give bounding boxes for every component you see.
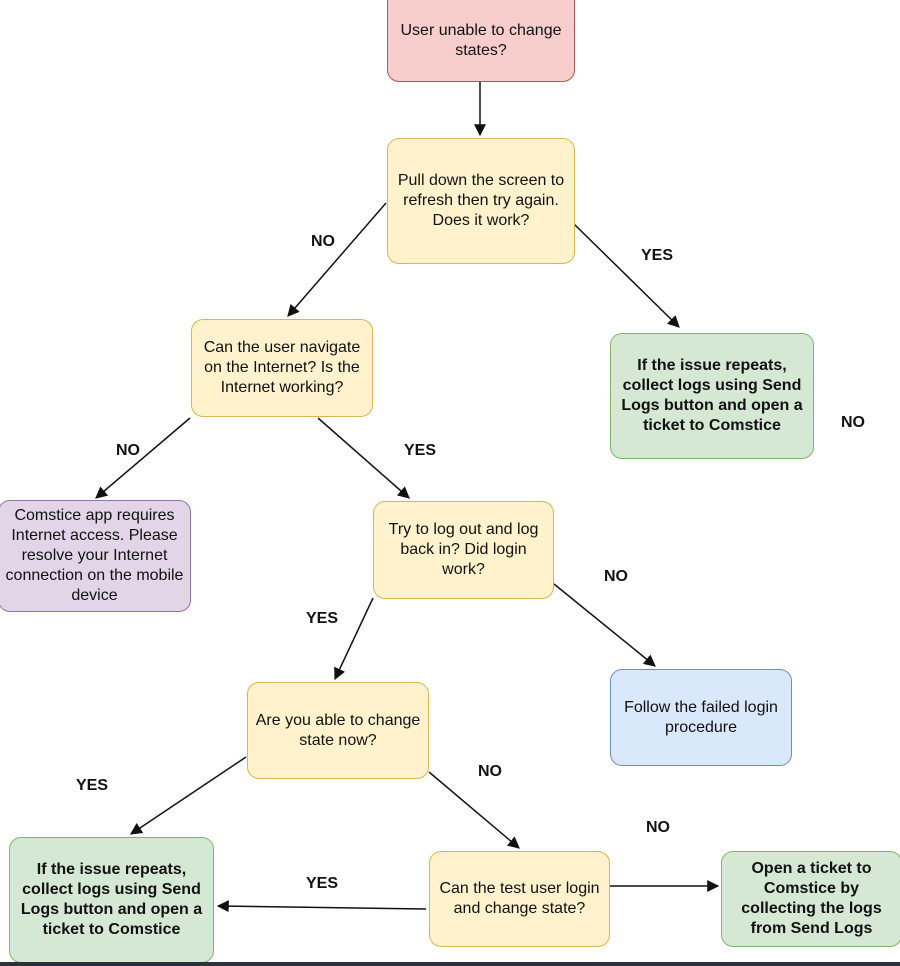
label-relogin-no: NO — [604, 568, 628, 585]
start-node: User unable to change states? — [387, 0, 575, 82]
edge-testuser-repeat-bottom — [216, 900, 427, 913]
failed-login-node: Follow the failed login procedure — [610, 669, 792, 766]
label-repeat-no: NO — [841, 414, 865, 431]
label-test-no: NO — [646, 819, 670, 836]
repeat-bottom-node: If the issue repeats, collect logs using… — [9, 837, 214, 963]
window-bottom-bar — [0, 962, 900, 966]
edge-relogin-changenow — [334, 597, 374, 681]
test-user-node-text: Can the test user login and change state… — [439, 880, 600, 917]
edge-refresh-internet — [287, 202, 387, 317]
test-user-node: Can the test user login and change state… — [429, 851, 610, 947]
edge-changenow-repeat-bottom — [130, 756, 247, 835]
relogin-node-text: Try to log out and log back in? Did logi… — [388, 521, 539, 578]
refresh-node: Pull down the screen to refresh then try… — [387, 138, 575, 264]
failed-login-node-text: Follow the failed login procedure — [624, 698, 778, 736]
change-now-node-text: Are you able to change state now? — [255, 711, 421, 749]
label-change-yes: YES — [76, 777, 109, 794]
label-refresh-yes: YES — [641, 247, 674, 264]
edge-relogin-failed — [553, 583, 656, 667]
start-node-text: User unable to change states? — [400, 21, 562, 59]
edge-refresh-repeat-top — [573, 223, 680, 328]
edge-internet-relogin — [317, 417, 410, 499]
internet-node-text: Can the user navigate on the Internet? I… — [203, 339, 361, 396]
label-change-no: NO — [478, 763, 502, 780]
change-now-node: Are you able to change state now? — [247, 682, 429, 779]
label-relogin-yes: YES — [306, 610, 339, 627]
repeat-top-node: If the issue repeats, collect logs using… — [610, 333, 814, 459]
edge-changenow-testuser — [428, 771, 520, 849]
repeat-bottom-node-text: If the issue repeats, collect logs using… — [20, 861, 203, 938]
internet-node: Can the user navigate on the Internet? I… — [191, 319, 373, 417]
label-internet-yes: YES — [404, 442, 437, 459]
requires-internet-node-text: Comstice app requires Internet access. P… — [5, 507, 184, 604]
open-ticket-node-text: Open a ticket to Comstice by collecting … — [741, 860, 882, 937]
label-internet-no: NO — [116, 442, 140, 459]
label-refresh-no: NO — [311, 233, 335, 250]
repeat-top-node-text: If the issue repeats, collect logs using… — [621, 357, 803, 434]
edge-internet-requires — [95, 417, 191, 499]
refresh-node-text: Pull down the screen to refresh then try… — [397, 172, 565, 229]
relogin-node: Try to log out and log back in? Did logi… — [373, 501, 554, 599]
requires-internet-node: Comstice app requires Internet access. P… — [0, 500, 191, 612]
label-test-yes: YES — [306, 875, 339, 892]
open-ticket-node: Open a ticket to Comstice by collecting … — [721, 851, 900, 947]
